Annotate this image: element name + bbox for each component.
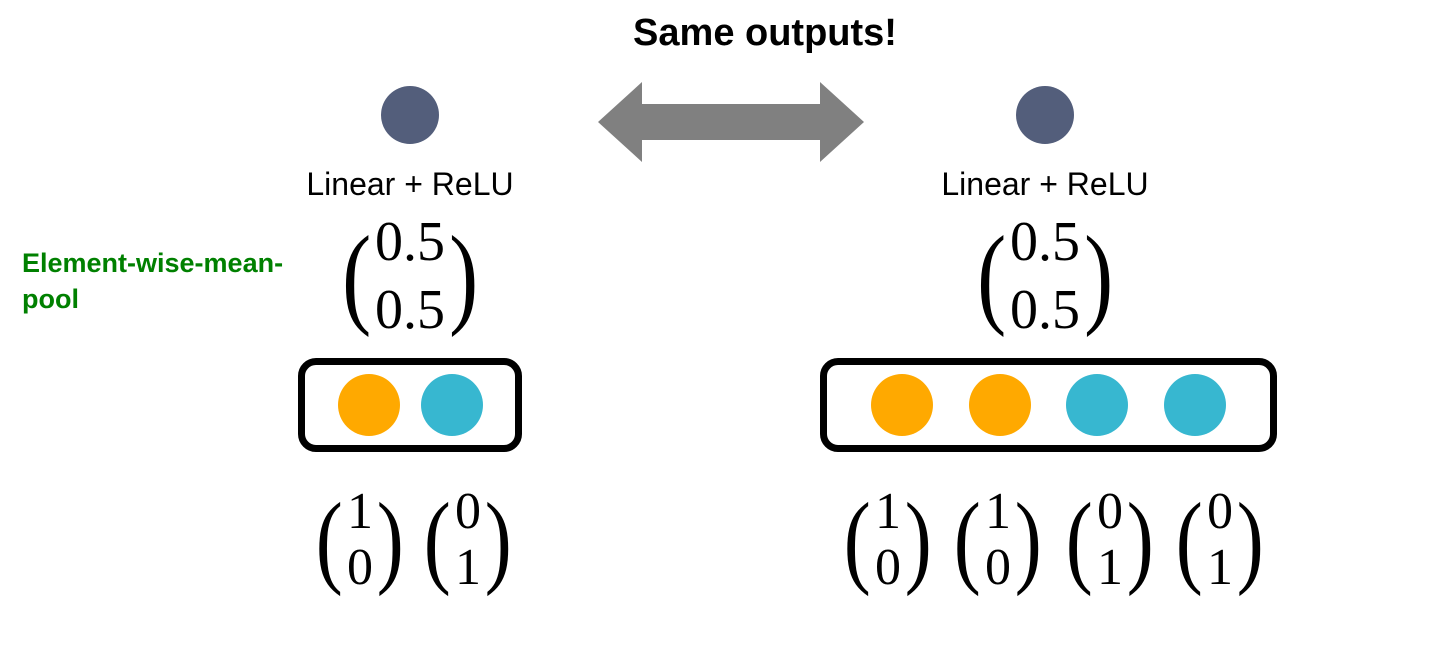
right-token-cyan-2 [1164, 374, 1227, 436]
vector-entry-top: 1 [875, 483, 901, 540]
left-op-label: Linear + ReLU [306, 166, 514, 202]
figure-title: Same outputs! [0, 12, 1444, 55]
vector-close-paren: ) [1084, 213, 1114, 338]
left-token-cyan-1 [420, 374, 483, 436]
vector-entry-top: 0 [1097, 483, 1123, 540]
right-output-node [1016, 86, 1074, 144]
vector-entries: 0 1 [1207, 484, 1233, 596]
vector-close-paren: ) [376, 482, 404, 598]
vector-entry-bottom: 1 [1207, 539, 1233, 596]
right-token-orange-2 [968, 374, 1031, 436]
vector-close-paren: ) [1236, 482, 1264, 598]
vector-entries: 0.5 0.5 [375, 208, 445, 344]
vector-entry-bottom: 0 [875, 539, 901, 596]
left-token-vector-1: ( 1 0 ) [300, 480, 420, 600]
vector-close-paren: ) [484, 482, 512, 598]
right-pooled-vector: ( 0.5 0.5 ) [955, 212, 1135, 340]
vector-open-paren: ( [844, 482, 872, 598]
vector-entry-top: 1 [347, 483, 373, 540]
vector-open-paren: ( [316, 482, 344, 598]
vector-entry-top: 0.5 [375, 211, 445, 273]
vector-open-paren: ( [976, 213, 1006, 338]
vector-entries: 1 0 [347, 484, 373, 596]
right-token-cyan-1 [1066, 374, 1129, 436]
vector-close-paren: ) [904, 482, 932, 598]
vector-entries: 1 0 [985, 484, 1011, 596]
left-multiset-box [298, 358, 522, 452]
vector-entries: 0 1 [1097, 484, 1123, 596]
vector-close-paren: ) [449, 213, 479, 338]
vector-entry-bottom: 0 [985, 539, 1011, 596]
vector-open-paren: ( [954, 482, 982, 598]
vector-entries: 1 0 [875, 484, 901, 596]
right-token-vector-3: ( 0 1 ) [1050, 480, 1170, 600]
left-pooled-vector: ( 0.5 0.5 ) [320, 212, 500, 340]
vector-entry-bottom: 0 [347, 539, 373, 596]
vector-entry-top: 0 [1207, 483, 1233, 540]
vector-entry-bottom: 1 [455, 539, 481, 596]
vector-close-paren: ) [1126, 482, 1154, 598]
right-token-vector-2: ( 1 0 ) [938, 480, 1058, 600]
vector-close-paren: ) [1014, 482, 1042, 598]
right-op-label: Linear + ReLU [941, 166, 1149, 202]
vector-entry-bottom: 1 [1097, 539, 1123, 596]
vector-entry-top: 1 [985, 483, 1011, 540]
left-token-vector-2: ( 0 1 ) [408, 480, 528, 600]
vector-open-paren: ( [424, 482, 452, 598]
vector-entry-bottom: 0.5 [375, 279, 445, 341]
vector-entry-top: 0.5 [1010, 211, 1080, 273]
left-output-node [381, 86, 439, 144]
right-token-vector-1: ( 1 0 ) [828, 480, 948, 600]
left-token-orange-1 [337, 374, 400, 436]
pooling-caption: Element-wise-mean-pool [22, 248, 284, 314]
vector-entry-top: 0 [455, 483, 481, 540]
double-headed-equivalence-arrow [598, 82, 864, 162]
vector-entries: 0 1 [455, 484, 481, 596]
right-multiset-box [820, 358, 1277, 452]
vector-open-paren: ( [341, 213, 371, 338]
vector-open-paren: ( [1066, 482, 1094, 598]
right-token-vector-4: ( 0 1 ) [1160, 480, 1280, 600]
figure-title-text: Same outputs! [633, 12, 897, 54]
vector-open-paren: ( [1176, 482, 1204, 598]
vector-entries: 0.5 0.5 [1010, 208, 1080, 344]
vector-entry-bottom: 0.5 [1010, 279, 1080, 341]
right-token-orange-1 [870, 374, 933, 436]
